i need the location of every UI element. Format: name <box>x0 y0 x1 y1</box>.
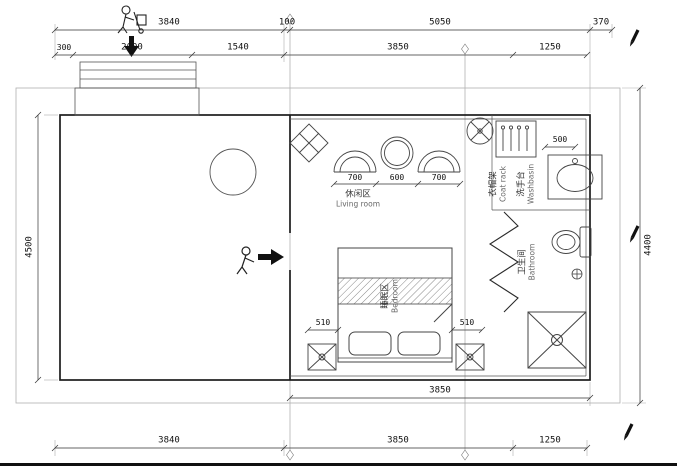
title-block-line <box>0 463 677 466</box>
entry-steps <box>74 61 200 116</box>
person-pushing-cart-icon <box>117 5 147 34</box>
washbasin-label-en: Washbasin <box>526 163 536 205</box>
bedroom-label: 睡眠区 Bedroom <box>380 279 399 313</box>
zigzag-partition <box>488 211 520 313</box>
dim-right-4400: 4400 <box>643 234 654 256</box>
person-icon <box>236 246 255 275</box>
site-boundary <box>15 87 621 404</box>
coffee-table-icon <box>380 136 414 170</box>
bathroom-label: 卫生间 Bathroom <box>517 244 536 281</box>
dim-top-370: 370 <box>592 17 610 28</box>
nightstand-left <box>307 343 337 371</box>
dim-top-3840: 3840 <box>158 17 180 28</box>
dim-top2-2000: 2000 <box>121 42 143 53</box>
bed <box>337 247 453 363</box>
living-room-label: 休闲区 Living room <box>336 189 380 208</box>
grid-axes <box>286 13 469 461</box>
dim-chair-700-right: 700 <box>431 173 447 182</box>
extension-lines <box>44 24 646 456</box>
living-room-label-en: Living room <box>335 199 381 209</box>
dim-washbasin-500: 500 <box>552 135 568 144</box>
right-arrow-icon <box>258 249 284 265</box>
down-arrow-icon <box>124 36 139 57</box>
dim-bottom-1250: 1250 <box>539 435 561 446</box>
dim-chair-700-left: 700 <box>347 173 363 182</box>
coat-rack <box>495 120 537 158</box>
marker-pin-icon <box>629 225 640 243</box>
bedroom-label-zh: 睡眠区 <box>380 283 391 309</box>
bedroom-label-en: Bedroom <box>390 279 400 313</box>
bathroom-label-en: Bathroom <box>527 243 537 281</box>
dim-top-5050: 5050 <box>429 17 451 28</box>
pillow <box>348 331 392 356</box>
washbasin-counter <box>547 154 603 200</box>
armchair-icon <box>417 150 461 173</box>
dim-bed-510-right: 510 <box>459 318 475 327</box>
living-room-furniture <box>289 117 494 173</box>
pillow <box>397 331 441 356</box>
dim-top2-300: 300 <box>56 43 72 52</box>
washbasin-label-zh: 洗手台 <box>516 171 527 197</box>
dim-bottom-3850: 3850 <box>387 435 409 446</box>
blanket-hatch <box>337 277 453 305</box>
marker-pin-icon <box>629 29 640 47</box>
dim-bed-510-left: 510 <box>315 318 331 327</box>
dim-bottom-inner-3850: 3850 <box>429 385 451 396</box>
dim-top2-1540: 1540 <box>227 42 249 53</box>
marker-pin-icon <box>623 423 634 441</box>
dim-top2-3850: 3850 <box>387 42 409 53</box>
dim-left-4500: 4500 <box>24 236 35 258</box>
fan-symbol-icon <box>466 117 494 145</box>
dim-bottom-3840: 3840 <box>158 435 180 446</box>
dim-top2-1250: 1250 <box>539 42 561 53</box>
toilet <box>551 226 592 258</box>
washbasin-label: 洗手台 Washbasin <box>516 164 535 204</box>
dim-top-100: 100 <box>278 17 296 28</box>
coat-rack-label: 衣帽架 Coat rack <box>488 166 507 202</box>
dimension-lines <box>34 26 644 452</box>
armchair-icon <box>333 150 377 173</box>
living-room-label-zh: 休闲区 <box>345 189 371 200</box>
coat-rack-label-zh: 衣帽架 <box>488 171 499 197</box>
bathroom-label-zh: 卫生间 <box>517 249 528 275</box>
floor-drain-icon <box>571 268 583 280</box>
deck-table <box>209 148 257 196</box>
dim-table-600: 600 <box>389 173 405 182</box>
building-walls <box>59 114 591 381</box>
coat-rack-label-en: Coat rack <box>498 166 508 202</box>
diamond-lamp-icon <box>289 123 329 163</box>
shower-cabin <box>527 311 587 369</box>
nightstand-right <box>455 343 485 371</box>
